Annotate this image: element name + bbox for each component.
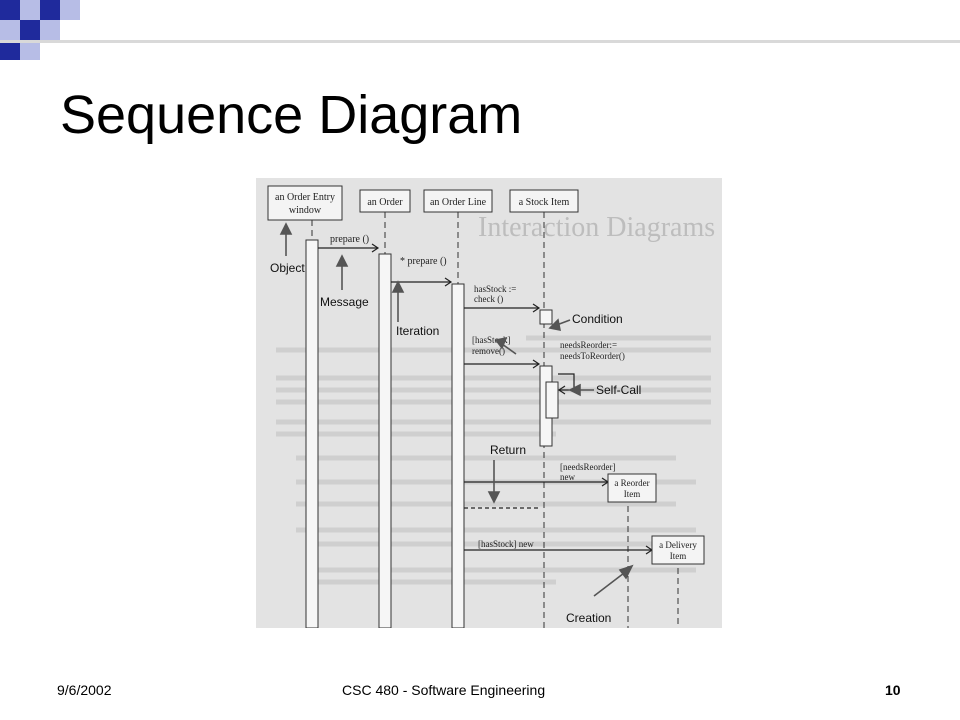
activation-order-entry-window	[305, 239, 319, 628]
message-arrows	[318, 243, 654, 555]
sequence-diagram-svg: Interaction Diagrams an Order Entry wind…	[267, 185, 715, 628]
corner-square-2	[20, 0, 40, 20]
activation-order	[378, 253, 392, 628]
object-label-order-line: an Order Line	[430, 197, 487, 208]
message-has-stock-remove-2: remove()	[472, 346, 505, 356]
object-label-reorder-item-1: a Reorder	[614, 478, 649, 488]
activation-order-line	[451, 283, 465, 628]
corner-square-3	[40, 0, 60, 20]
object-label-order-entry-window-2: window	[289, 205, 322, 216]
corner-square-6	[20, 20, 40, 40]
message-needs-reorder-new-1: [needsReorder]	[560, 462, 615, 472]
sequence-diagram-figure: Interaction Diagrams an Order Entry wind…	[256, 178, 722, 628]
corner-square-4	[60, 0, 80, 20]
message-needs-reorder-1: needsReorder:=	[560, 340, 617, 350]
message-iter-prepare: * prepare ()	[400, 256, 447, 267]
object-label-order-entry-window-1: an Order Entry	[275, 192, 335, 203]
object-label-delivery-item-2: Item	[670, 551, 687, 561]
message-has-stock-2: check ()	[474, 294, 503, 304]
corner-square-1	[0, 0, 20, 20]
activation-stock-check	[539, 309, 553, 325]
header-rule	[0, 40, 960, 43]
corner-square-7	[40, 20, 60, 40]
footer-course: CSC 480 - Software Engineering	[342, 682, 546, 698]
slide-title: Sequence Diagram	[60, 85, 523, 145]
footer-date: 9/6/2002	[57, 682, 112, 698]
message-needs-reorder-new-2: new	[560, 472, 575, 482]
callout-self-call: Self-Call	[596, 383, 641, 397]
callout-object: Object	[270, 261, 305, 275]
corner-square-8	[0, 40, 20, 60]
callout-iteration: Iteration	[396, 324, 439, 338]
page-number: 10	[885, 682, 901, 698]
activation-self-call	[545, 381, 559, 419]
callout-message: Message	[320, 295, 369, 309]
callout-pointers	[279, 222, 634, 597]
callout-return: Return	[490, 443, 526, 457]
object-label-reorder-item-2: Item	[624, 489, 641, 499]
message-has-stock-remove-1: [hasStock]	[472, 335, 511, 345]
message-has-stock-1: hasStock :=	[474, 284, 516, 294]
corner-square-9	[20, 40, 40, 60]
object-label-stock-item: a Stock Item	[519, 197, 570, 208]
object-label-delivery-item-1: a Delivery	[659, 540, 697, 550]
message-has-stock-new: [hasStock] new	[478, 539, 534, 549]
callout-condition: Condition	[572, 312, 623, 326]
object-box-order-entry-window	[267, 185, 343, 221]
background-heading: Interaction Diagrams	[478, 212, 715, 243]
corner-square-5	[0, 20, 20, 40]
object-box-delivery-item	[651, 535, 705, 565]
callout-creation: Creation	[566, 611, 611, 625]
message-needs-reorder-2: needsToReorder()	[560, 351, 625, 361]
message-prepare: prepare ()	[330, 234, 369, 245]
object-box-reorder-item	[607, 473, 657, 503]
object-label-order: an Order	[367, 197, 403, 208]
